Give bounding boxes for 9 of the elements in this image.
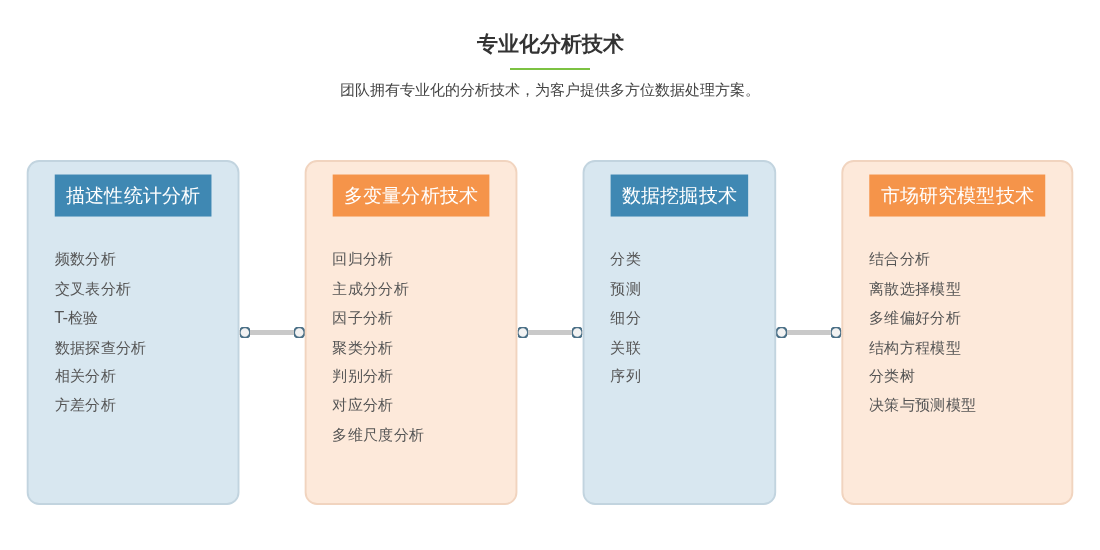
node-box: 描述性统计分析 频数分析 交叉表分析 T-检验 数据探查分析 相关分析 方差分析 (26, 160, 240, 505)
connector (775, 326, 843, 339)
node-box: 多变量分析技术 回归分析 主成分分析 因子分析 聚类分析 判别分析 对应分析 多维尺度分析 (304, 160, 518, 505)
title: 专业化分析技术 (476, 32, 624, 56)
node-box: 数据挖掘技术 分类 预测 细分 关联 序列 (582, 160, 777, 505)
subtitle: 团队拥有专业化的分析技术，为客户提供多方位数据处理方案。 (340, 81, 760, 99)
node-box: 市场研究模型技术 结合分析 离散选择模型 多维偏好分析 结构方程模型 分类树 决策与预测模型 (841, 160, 1074, 505)
connector (516, 326, 584, 339)
connector (238, 326, 306, 339)
